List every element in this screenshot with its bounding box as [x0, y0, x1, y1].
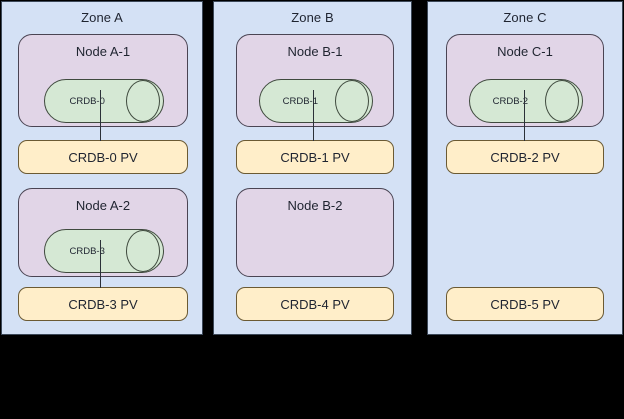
pod-crdb-0-label: CRDB-0 — [69, 95, 105, 107]
node-b-1[interactable]: Node B-1 CRDB-1 — [236, 34, 394, 127]
zone-c-title: Zone C — [503, 10, 547, 25]
connector-crdb-3-to-pv — [100, 240, 101, 288]
pv-crdb-5[interactable]: CRDB-5 PV — [446, 287, 604, 321]
pod-crdb-3-label: CRDB-3 — [69, 245, 105, 257]
node-c-1-title: Node C-1 — [497, 44, 553, 59]
pv-crdb-4[interactable]: CRDB-4 PV — [236, 287, 394, 321]
cylinder-cap-icon — [335, 80, 369, 122]
node-a-2[interactable]: Node A-2 CRDB-3 — [18, 188, 188, 277]
pod-crdb-3[interactable]: CRDB-3 — [44, 229, 164, 273]
zone-a-title: Zone A — [81, 10, 123, 25]
node-c-1[interactable]: Node C-1 CRDB-2 — [446, 34, 604, 127]
cylinder-cap-icon — [126, 80, 160, 122]
pv-crdb-1[interactable]: CRDB-1 PV — [236, 140, 394, 174]
cylinder-cap-icon — [126, 230, 160, 272]
pv-crdb-3[interactable]: CRDB-3 PV — [18, 287, 188, 321]
pv-crdb-0[interactable]: CRDB-0 PV — [18, 140, 188, 174]
pv-crdb-2[interactable]: CRDB-2 PV — [446, 140, 604, 174]
cylinder-cap-icon — [545, 80, 579, 122]
pod-crdb-1[interactable]: CRDB-1 — [259, 79, 373, 123]
connector-crdb-0-to-pv — [100, 90, 101, 141]
connector-crdb-1-to-pv — [313, 90, 314, 141]
node-a-1[interactable]: Node A-1 CRDB-0 — [18, 34, 188, 127]
zone-b[interactable]: Zone B Node B-1 CRDB-1 CRDB-1 PV Node B-… — [213, 1, 412, 335]
pod-crdb-2[interactable]: CRDB-2 — [469, 79, 583, 123]
node-a-2-title: Node A-2 — [75, 198, 131, 213]
zone-c[interactable]: Zone C Node C-1 CRDB-2 CRDB-2 PV CRDB-5 … — [427, 1, 623, 335]
node-b-2[interactable]: Node B-2 — [236, 188, 394, 277]
pod-crdb-2-label: CRDB-2 — [492, 95, 529, 107]
node-a-1-title: Node A-1 — [75, 44, 131, 59]
node-b-2-title: Node B-2 — [287, 198, 343, 213]
pod-crdb-0[interactable]: CRDB-0 — [44, 79, 164, 123]
connector-crdb-2-to-pv — [524, 90, 525, 141]
zone-b-title: Zone B — [291, 10, 334, 25]
node-b-1-title: Node B-1 — [287, 44, 343, 59]
zone-a[interactable]: Zone A Node A-1 CRDB-0 CRDB-0 PV Node A-… — [1, 1, 203, 335]
pod-crdb-1-label: CRDB-1 — [282, 95, 319, 107]
